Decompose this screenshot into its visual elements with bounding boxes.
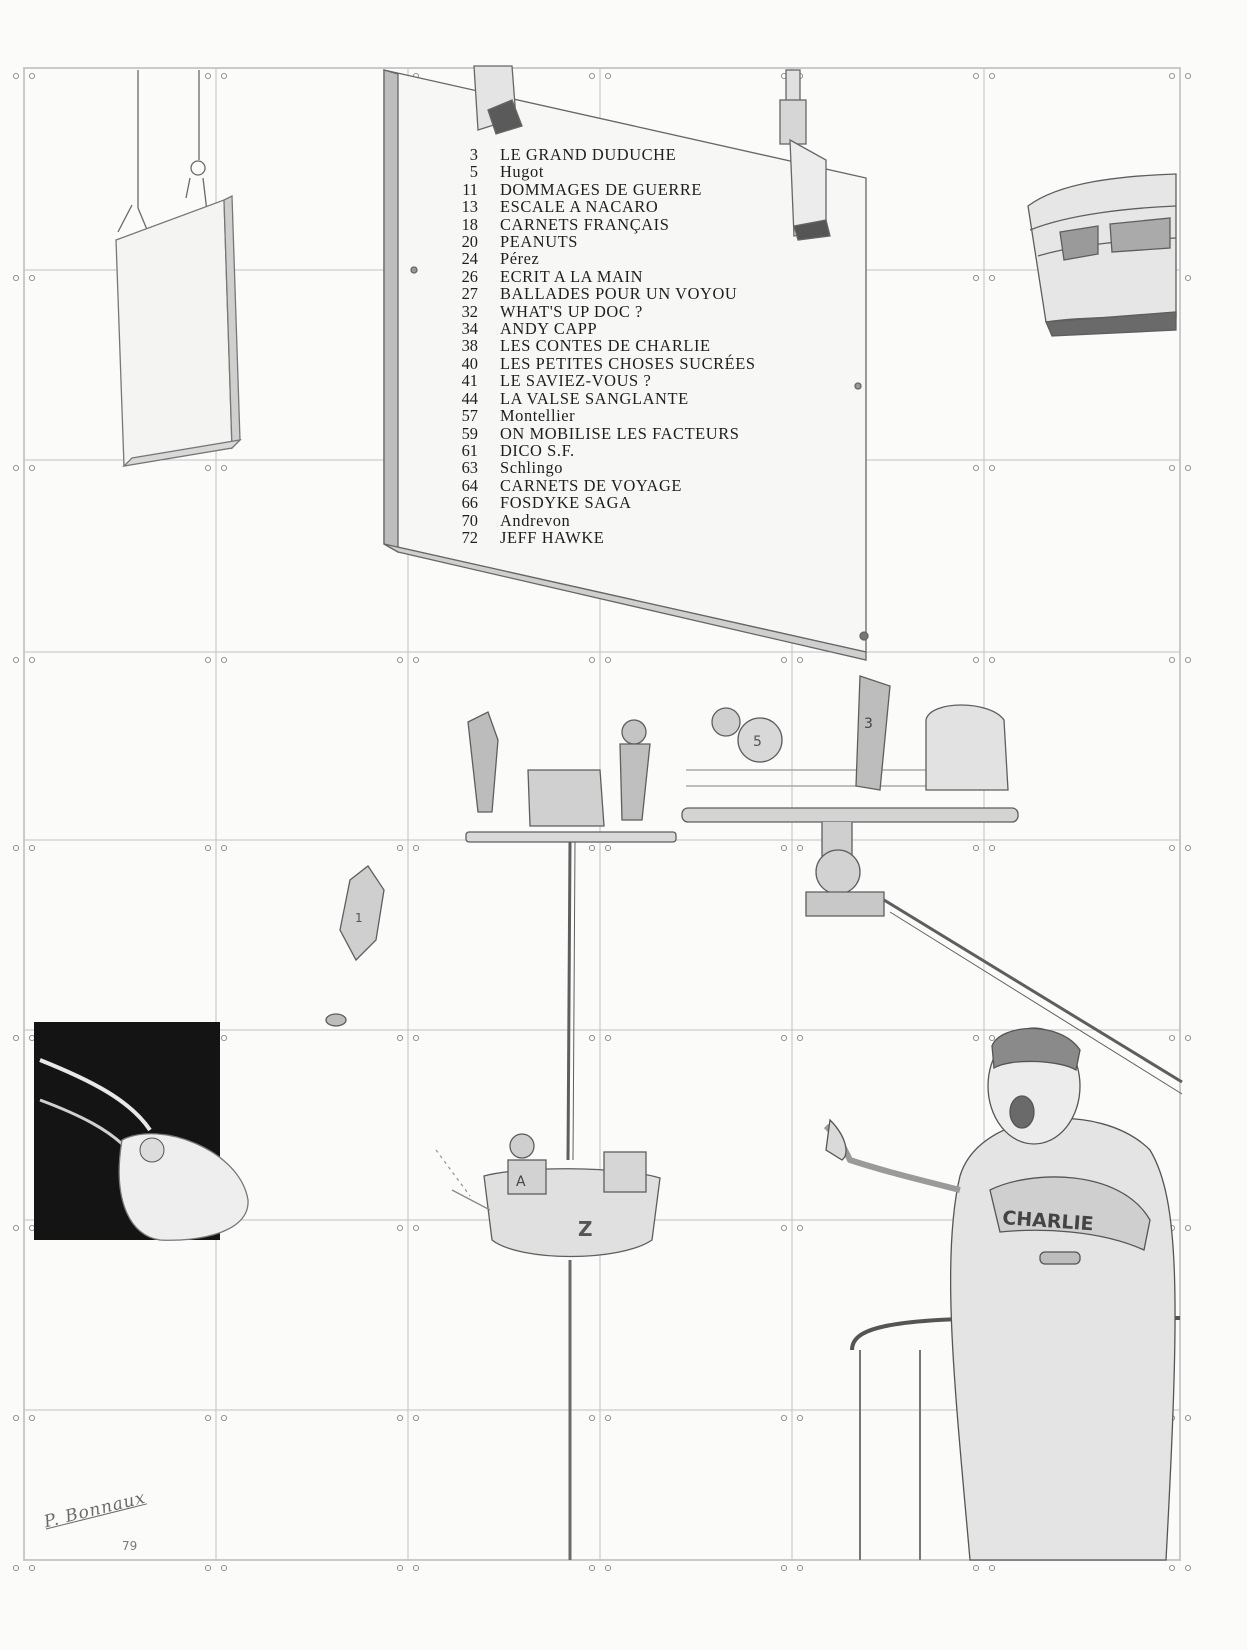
toc-page-number: 27 — [461, 284, 478, 304]
toc-title: DICO S.F. — [500, 440, 575, 460]
toc-entry: 57 Montellier — [440, 406, 756, 426]
signature-year: 79 — [122, 1539, 138, 1553]
toc-page-number: 32 — [461, 301, 478, 321]
toc-entry: 32 WHAT'S UP DOC ? — [440, 301, 756, 321]
toc-title: DOMMAGES DE GUERRE — [500, 179, 703, 199]
toc-page-number: 18 — [461, 214, 478, 234]
toc-title: FOSDYKE SAGA — [500, 493, 632, 513]
toc-title: WHAT'S UP DOC ? — [500, 301, 643, 321]
toc-entry: 5 Hugot — [440, 162, 756, 182]
toc-entry: 70 Andrevon — [440, 510, 756, 530]
toc-entry: 13 ESCALE A NACARO — [440, 197, 756, 217]
toc-page-number: 64 — [461, 475, 478, 495]
toc-title: Montellier — [500, 406, 576, 426]
table-of-contents: 3 LE GRAND DUDUCHE 5 Hugot 11 DOMMAGES DE GUE… — [440, 145, 756, 547]
toc-entry: 41 LE SAVIEZ-VOUS ? — [440, 371, 756, 391]
toc-entry: 59 ON MOBILISE LES FACTEURS — [440, 423, 756, 443]
toc-title: CARNETS DE VOYAGE — [500, 475, 683, 495]
toc-entry: 44 LA VALSE SANGLANTE — [440, 388, 756, 408]
man-in-charlie-jacket: CHARLIE — [823, 1027, 1180, 1561]
toc-page-number: 24 — [461, 249, 478, 269]
toc-entry: 3 LE GRAND DUDUCHE — [440, 145, 756, 164]
pod-letter-a: A — [516, 1174, 526, 1190]
toc-page-number: 61 — [461, 440, 478, 460]
toc-page-number: 70 — [461, 510, 478, 530]
toc-title: LE SAVIEZ-VOUS ? — [500, 371, 652, 391]
toc-title: Hugot — [500, 162, 544, 182]
toc-page-number: 5 — [469, 162, 478, 182]
spaceship-hull — [1027, 173, 1177, 337]
toc-title: ON MOBILISE LES FACTEURS — [500, 423, 740, 443]
contents-board — [383, 65, 869, 661]
toc-entry: 66 FOSDYKE SAGA — [440, 493, 756, 513]
toc-page-number: 40 — [461, 353, 478, 373]
toc-page-number: 59 — [461, 423, 478, 443]
robot-number-1: 1 — [355, 911, 363, 925]
toc-page-number: 72 — [461, 527, 478, 547]
robot-number-5: 5 — [753, 734, 762, 750]
toc-page-number: 41 — [461, 371, 478, 391]
toc-title: CARNETS FRANÇAIS — [500, 214, 670, 234]
toc-title: Andrevon — [500, 510, 571, 530]
toc-entry: 27 BALLADES POUR UN VOYOU — [440, 284, 756, 304]
toc-title: BALLADES POUR UN VOYOU — [500, 284, 738, 304]
toc-title: ECRIT A LA MAIN — [500, 266, 644, 286]
toc-entry: 24 Pérez — [440, 249, 756, 269]
toc-page-number: 34 — [461, 319, 478, 339]
work-platforms: 5 3 1 — [325, 675, 1183, 1161]
toc-page-number: 38 — [461, 336, 478, 356]
robot-number-3: 3 — [864, 716, 873, 732]
toc-title: LA VALSE SANGLANTE — [500, 388, 689, 408]
hover-pod: A Z — [435, 1133, 661, 1560]
toc-entry: 11 DOMMAGES DE GUERRE — [440, 179, 756, 199]
toc-entry: 72 JEFF HAWKE — [440, 527, 756, 547]
toc-entry: 18 CARNETS FRANÇAIS — [440, 214, 756, 234]
toc-page-number: 26 — [461, 266, 478, 286]
toc-title: JEFF HAWKE — [500, 527, 605, 547]
toc-page-number: 63 — [461, 458, 478, 478]
toc-page-number: 66 — [461, 493, 478, 513]
toc-entry: 20 PEANUTS — [440, 232, 756, 252]
toc-entry: 63 Schlingo — [440, 458, 756, 478]
toc-title: ANDY CAPP — [500, 319, 598, 339]
toc-entry: 64 CARNETS DE VOYAGE — [440, 475, 756, 495]
hanging-sign — [115, 70, 242, 467]
toc-entry: 26 ECRIT A LA MAIN — [440, 266, 756, 286]
toc-page-number: 13 — [461, 197, 478, 217]
toc-entry: 40 LES PETITES CHOSES SUCRÉES — [440, 353, 756, 373]
toc-title: LE GRAND DUDUCHE — [500, 145, 677, 164]
toc-entry: 61 DICO S.F. — [440, 440, 756, 460]
toc-title: LES PETITES CHOSES SUCRÉES — [500, 353, 756, 373]
toc-title: Pérez — [500, 249, 540, 269]
pod-letter-z: Z — [578, 1217, 593, 1241]
toc-page-number: 57 — [461, 406, 478, 426]
toc-title: PEANUTS — [500, 232, 578, 252]
toc-title: ESCALE A NACARO — [500, 197, 659, 217]
toc-page-number: 3 — [469, 145, 478, 164]
toc-entry: 38 LES CONTES DE CHARLIE — [440, 336, 756, 356]
space-window — [34, 1022, 249, 1241]
toc-page-number: 20 — [461, 232, 478, 252]
toc-page-number: 11 — [462, 179, 478, 199]
toc-title: LES CONTES DE CHARLIE — [500, 336, 711, 356]
artist-signature: P. Bonnaux 79 — [36, 1488, 154, 1557]
toc-entry: 34 ANDY CAPP — [440, 319, 756, 339]
toc-page-number: 44 — [461, 388, 478, 408]
toc-title: Schlingo — [500, 458, 564, 478]
